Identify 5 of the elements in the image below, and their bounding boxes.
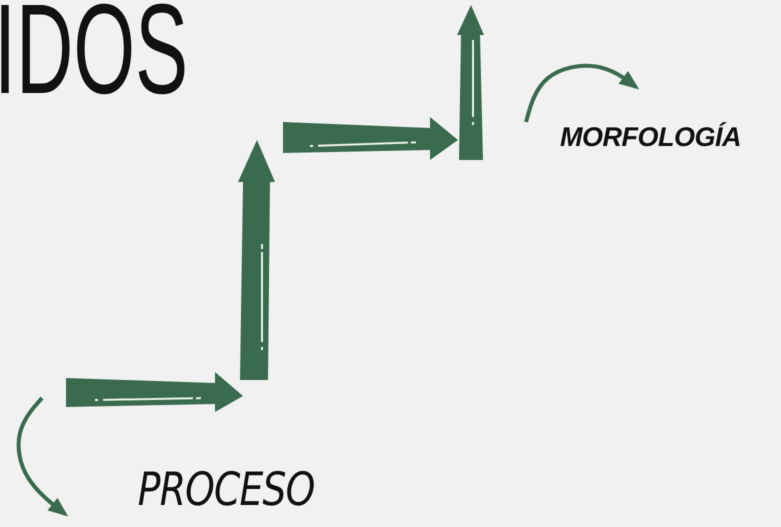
morphology-label: MORFOLOGÍA (560, 122, 741, 153)
process-label: PROCESO (64, 462, 314, 516)
title: IDOS (0, 0, 188, 114)
curved-arrow (16, 396, 68, 516)
curved-arrow (524, 64, 640, 123)
